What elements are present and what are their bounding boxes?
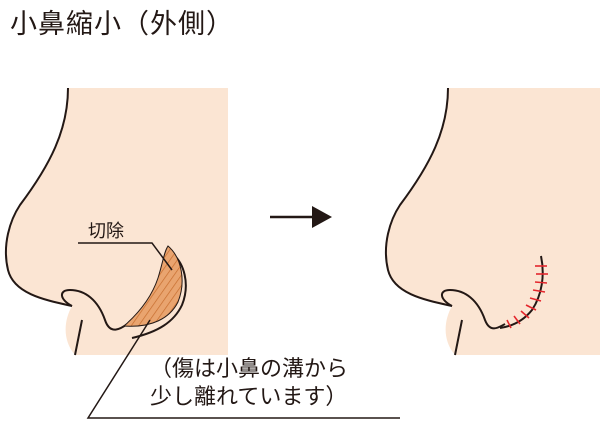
left-nostril-line (61, 288, 131, 331)
right-nostril-line (441, 288, 506, 330)
excision-label: 切除 (88, 221, 124, 242)
excision-leader-line (78, 242, 173, 271)
arrow-head-icon (312, 206, 332, 228)
left-alar-groove-line (131, 251, 187, 339)
right-lip-line (454, 319, 463, 356)
note-leader-line (86, 319, 400, 419)
left-nose-profile-line (4, 87, 73, 307)
note-line-1: （傷は小鼻の溝から (150, 357, 348, 382)
excision-region (122, 245, 183, 327)
page-title: 小鼻縮小（外側） (10, 9, 234, 40)
suture-stitches (506, 265, 548, 329)
suture-line (499, 255, 544, 329)
left-lip-line (74, 319, 83, 356)
after-nose-illustration (384, 87, 600, 356)
transition-arrow (270, 206, 332, 228)
right-nose-profile-line (384, 87, 453, 307)
right-skin-area (385, 88, 600, 355)
before-nose-illustration: 切除 (4, 87, 400, 419)
note-line-2: 少し離れています） (150, 385, 347, 410)
